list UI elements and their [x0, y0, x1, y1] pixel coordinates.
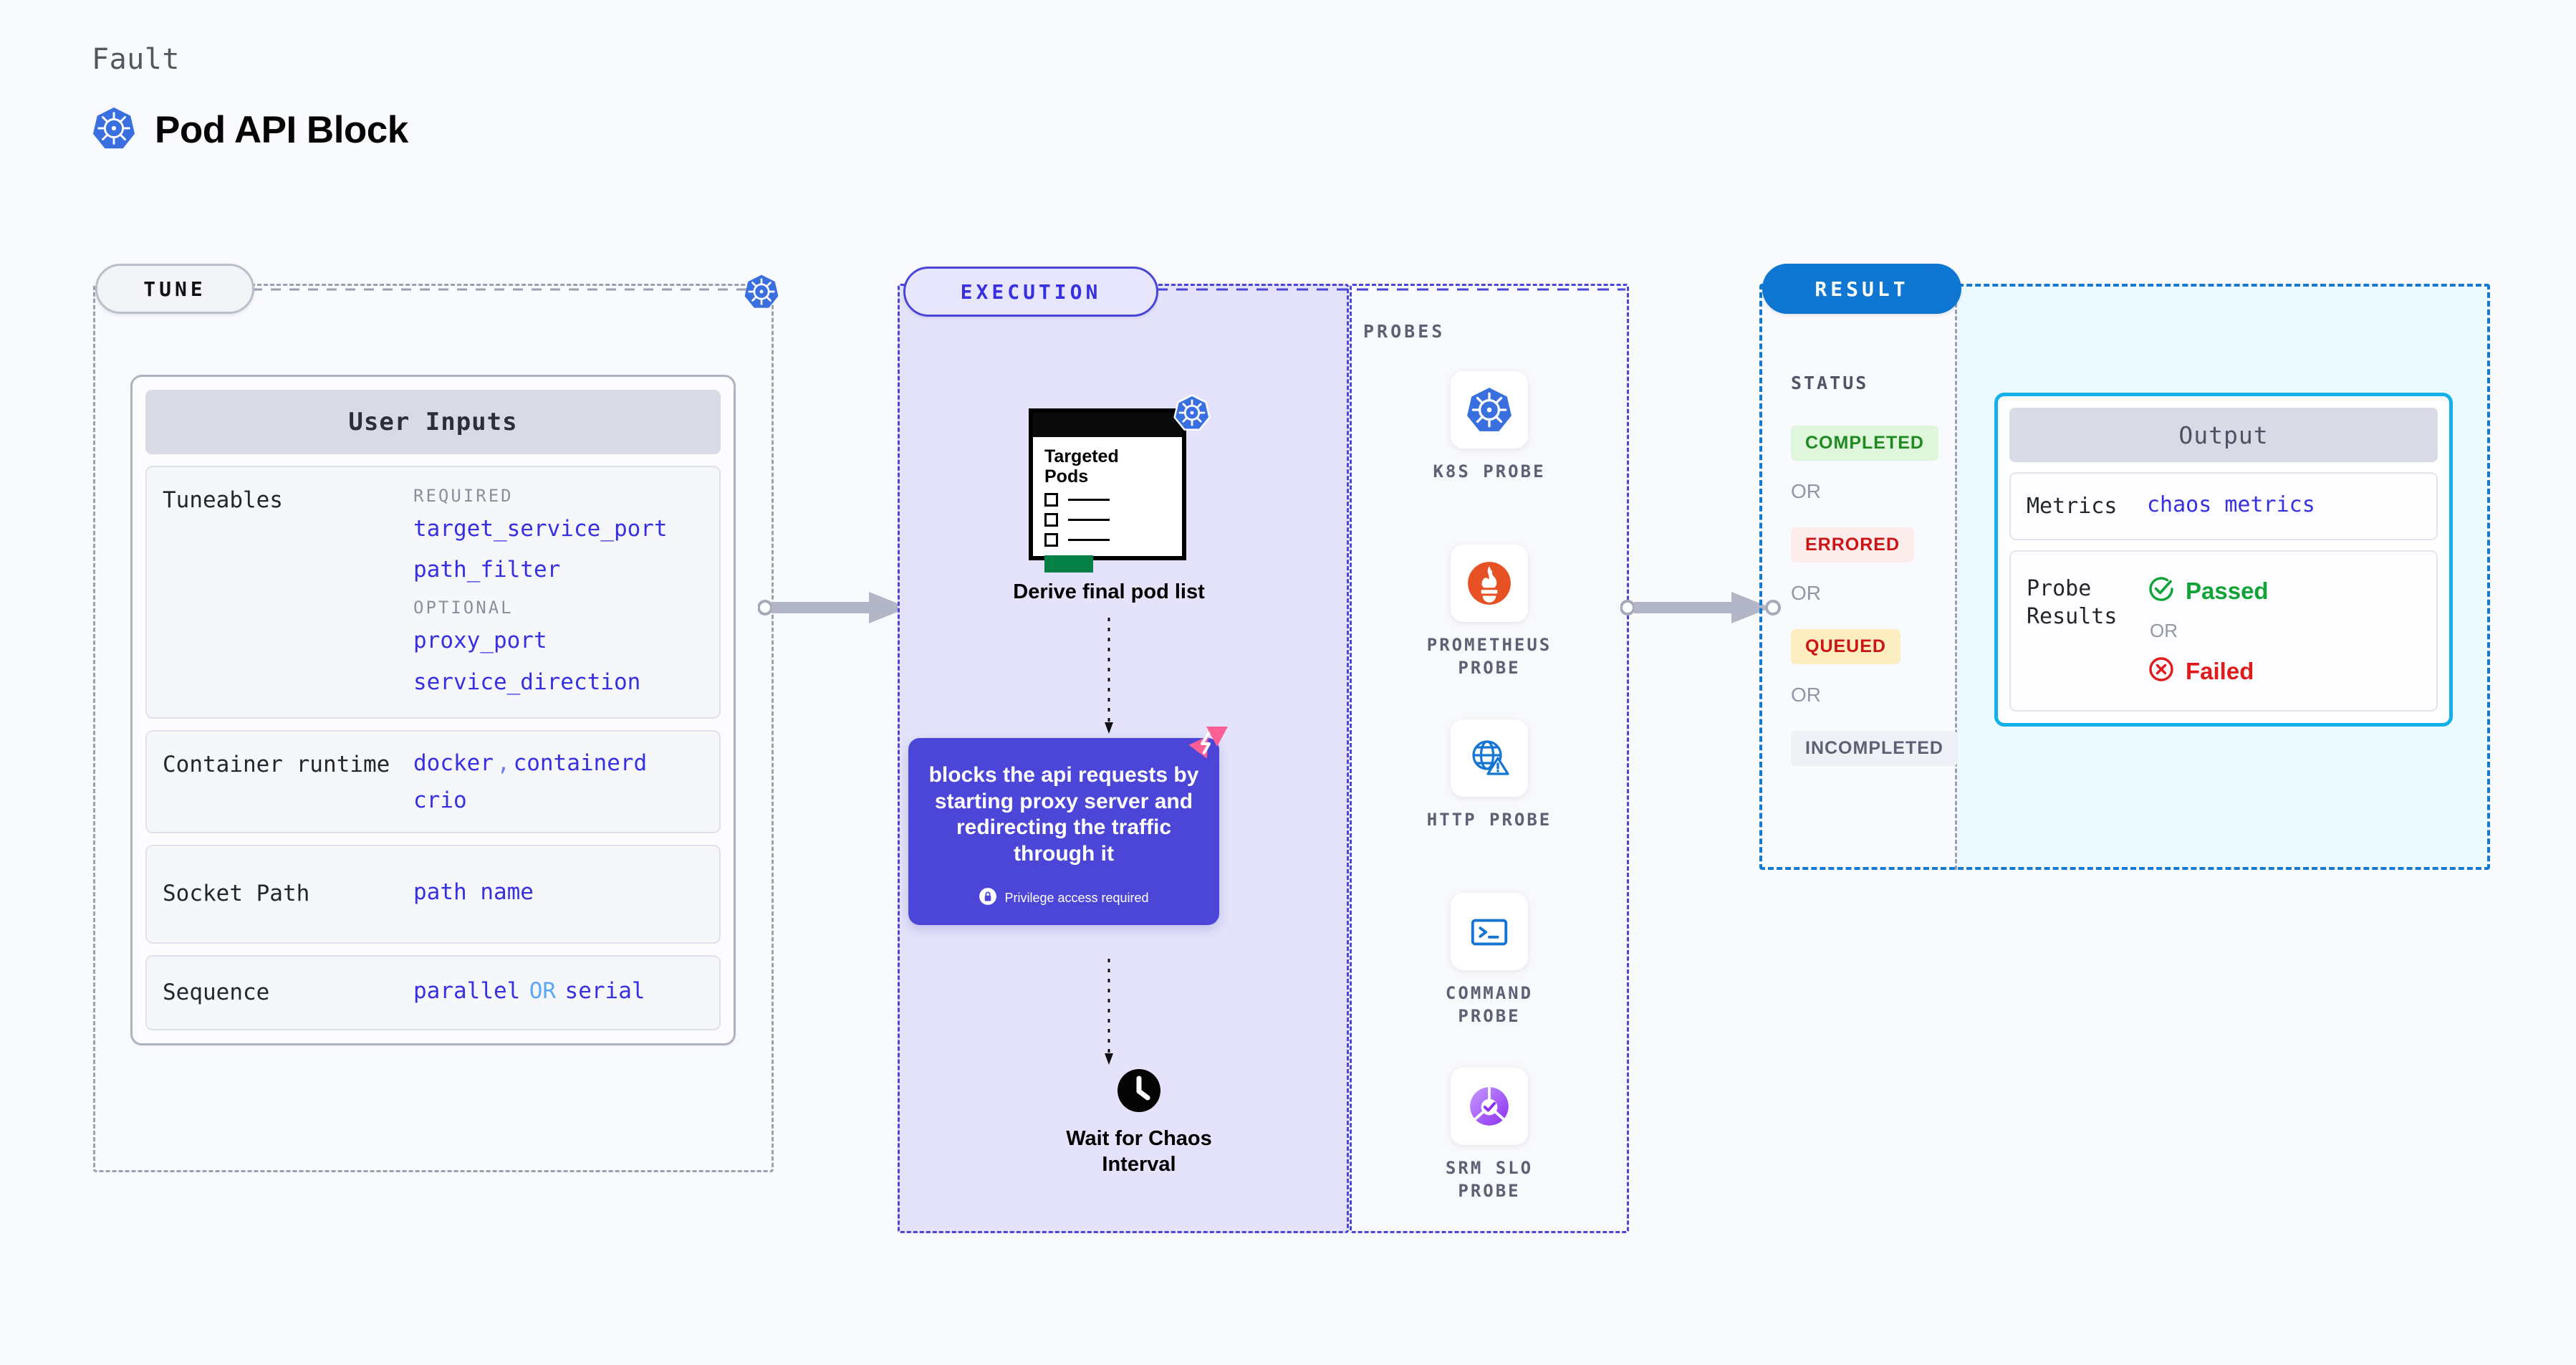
checkbox-icon[interactable] [1044, 493, 1058, 507]
tuneable-target-service-port[interactable]: target_service_port [413, 516, 668, 542]
litmuschaos-icon [1185, 725, 1229, 769]
user-inputs-title: User Inputs [145, 390, 721, 454]
container-runtime-label: Container runtime [163, 751, 390, 777]
probe-label: HTTP PROBE [1426, 810, 1552, 830]
clock-icon [1116, 1069, 1162, 1116]
tune-top-connector [252, 288, 748, 291]
check-circle-icon [2147, 575, 2176, 607]
probe-result-or: OR [2150, 620, 2178, 641]
sequence-separator: OR [529, 977, 557, 1004]
probe-srm-slo[interactable]: SRM SLO PROBE [1400, 1068, 1579, 1203]
tuneables-label: Tuneables [163, 487, 283, 513]
status-or-3: OR [1791, 684, 1821, 706]
kubernetes-icon [1451, 371, 1528, 449]
result-zone [1759, 284, 2490, 870]
result-stage-pill[interactable]: RESULT [1762, 264, 1961, 314]
status-or-2: OR [1791, 582, 1821, 604]
flow-arrow-down-2 [1105, 959, 1113, 1065]
status-title: STATUS [1791, 373, 1869, 393]
socket-path-label: Socket Path [163, 880, 310, 906]
probe-label: K8S PROBE [1433, 461, 1546, 482]
probe-label: COMMAND PROBE [1445, 983, 1534, 1027]
privilege-note-text: Privilege access required [1004, 891, 1149, 906]
output-card: Output Metrics chaos metrics Probe Resul… [1994, 393, 2453, 727]
probe-k8s[interactable]: K8S PROBE [1400, 371, 1579, 483]
execution-top-connector [1156, 288, 1625, 291]
window-titlebar [1033, 413, 1182, 437]
checkbox-icon[interactable] [1044, 513, 1058, 527]
tune-zone [93, 284, 774, 1172]
metrics-label: Metrics [2027, 494, 2118, 519]
runtime-containerd[interactable]: containerd [513, 749, 648, 776]
prometheus-icon [1451, 545, 1528, 622]
optional-heading: OPTIONAL [413, 598, 514, 618]
status-badge-completed: COMPLETED [1791, 426, 1938, 461]
probe-label: SRM SLO PROBE [1445, 1158, 1534, 1202]
passed-label: Passed [2186, 577, 2269, 604]
progress-bar [1044, 555, 1093, 573]
sequence-parallel[interactable]: parallel [413, 977, 521, 1004]
kubernetes-icon [92, 106, 136, 154]
kubernetes-icon [1173, 394, 1211, 435]
probe-results-section: Probe Results Passed OR [2009, 550, 2438, 712]
probe-command[interactable]: COMMAND PROBE [1400, 893, 1579, 1028]
terminal-icon [1451, 893, 1528, 970]
tuneable-proxy-port[interactable]: proxy_port [413, 628, 547, 654]
sequence-label: Sequence [163, 979, 270, 1005]
probes-title: PROBES [1363, 321, 1446, 342]
srm-slo-icon [1451, 1068, 1528, 1145]
runtime-docker[interactable]: docker [413, 749, 494, 776]
privilege-note: Privilege access required [926, 887, 1202, 909]
pod-list-item [1044, 513, 1171, 527]
probe-label: PROMETHEUS PROBE [1426, 635, 1552, 679]
wait-for-chaos-interval-node: Wait for Chaos Interval [1021, 1068, 1257, 1178]
status-badge-errored: ERRORED [1791, 527, 1915, 562]
probe-results-label: Probe Results [2027, 576, 2118, 629]
pod-list-item [1044, 493, 1171, 507]
runtime-crio[interactable]: crio [413, 787, 467, 813]
user-inputs-card: User Inputs Tuneables REQUIRED target_se… [130, 375, 736, 1046]
execution-stage-pill[interactable]: EXECUTION [903, 267, 1158, 317]
runtime-separator: , [496, 749, 511, 776]
socket-path-value[interactable]: path name [413, 878, 534, 905]
fault-kicker: Fault [92, 43, 180, 76]
probe-result-failed: Failed [2147, 655, 2269, 687]
probe-prometheus[interactable]: PROMETHEUS PROBE [1400, 545, 1579, 680]
derive-pod-list-label: Derive final pod list [1013, 580, 1205, 603]
status-or-1: OR [1791, 480, 1821, 502]
status-badge-incompleted: INCOMPLETED [1791, 731, 1958, 766]
sequence-section: Sequence parallel OR serial [145, 954, 721, 1031]
kubernetes-icon [744, 274, 779, 313]
targeted-pods-card: Targeted Pods [1029, 394, 1211, 573]
result-status-column [1759, 284, 1957, 870]
targeted-pods-heading: Targeted Pods [1044, 446, 1119, 487]
status-badge-queued: QUEUED [1791, 629, 1900, 664]
tuneable-service-direction[interactable]: service_direction [413, 669, 641, 695]
failed-label: Failed [2186, 657, 2254, 684]
http-globe-icon [1451, 719, 1528, 797]
container-runtime-section: Container runtime docker , containerd cr… [145, 729, 721, 833]
flow-arrow-down [1105, 618, 1113, 734]
checkbox-icon[interactable] [1044, 533, 1058, 547]
probe-http[interactable]: HTTP PROBE [1400, 719, 1579, 831]
socket-path-section: Socket Path path name [145, 844, 721, 944]
sequence-serial[interactable]: serial [564, 977, 645, 1004]
metrics-section: Metrics chaos metrics [2009, 472, 2438, 540]
metrics-value[interactable]: chaos metrics [2147, 492, 2315, 517]
x-circle-icon [2147, 655, 2176, 687]
probe-result-passed: Passed [2147, 575, 2269, 607]
tuneable-path-filter[interactable]: path_filter [413, 557, 561, 583]
fault-title-row: Pod API Block [92, 106, 408, 154]
lock-icon [979, 887, 997, 909]
required-heading: REQUIRED [413, 486, 514, 506]
page-title: Pod API Block [155, 109, 408, 151]
execution-to-result-connector [1620, 592, 1781, 623]
pod-list-item [1044, 533, 1171, 547]
tuneables-section: Tuneables REQUIRED target_service_port p… [145, 466, 721, 719]
page-header: Fault Pod API Block [92, 43, 408, 154]
fault-description: blocks the api requests by starting prox… [928, 763, 1199, 866]
tune-stage-pill[interactable]: TUNE [95, 264, 254, 314]
output-title: Output [2009, 408, 2438, 462]
wait-node-label: Wait for Chaos Interval [1066, 1127, 1212, 1177]
